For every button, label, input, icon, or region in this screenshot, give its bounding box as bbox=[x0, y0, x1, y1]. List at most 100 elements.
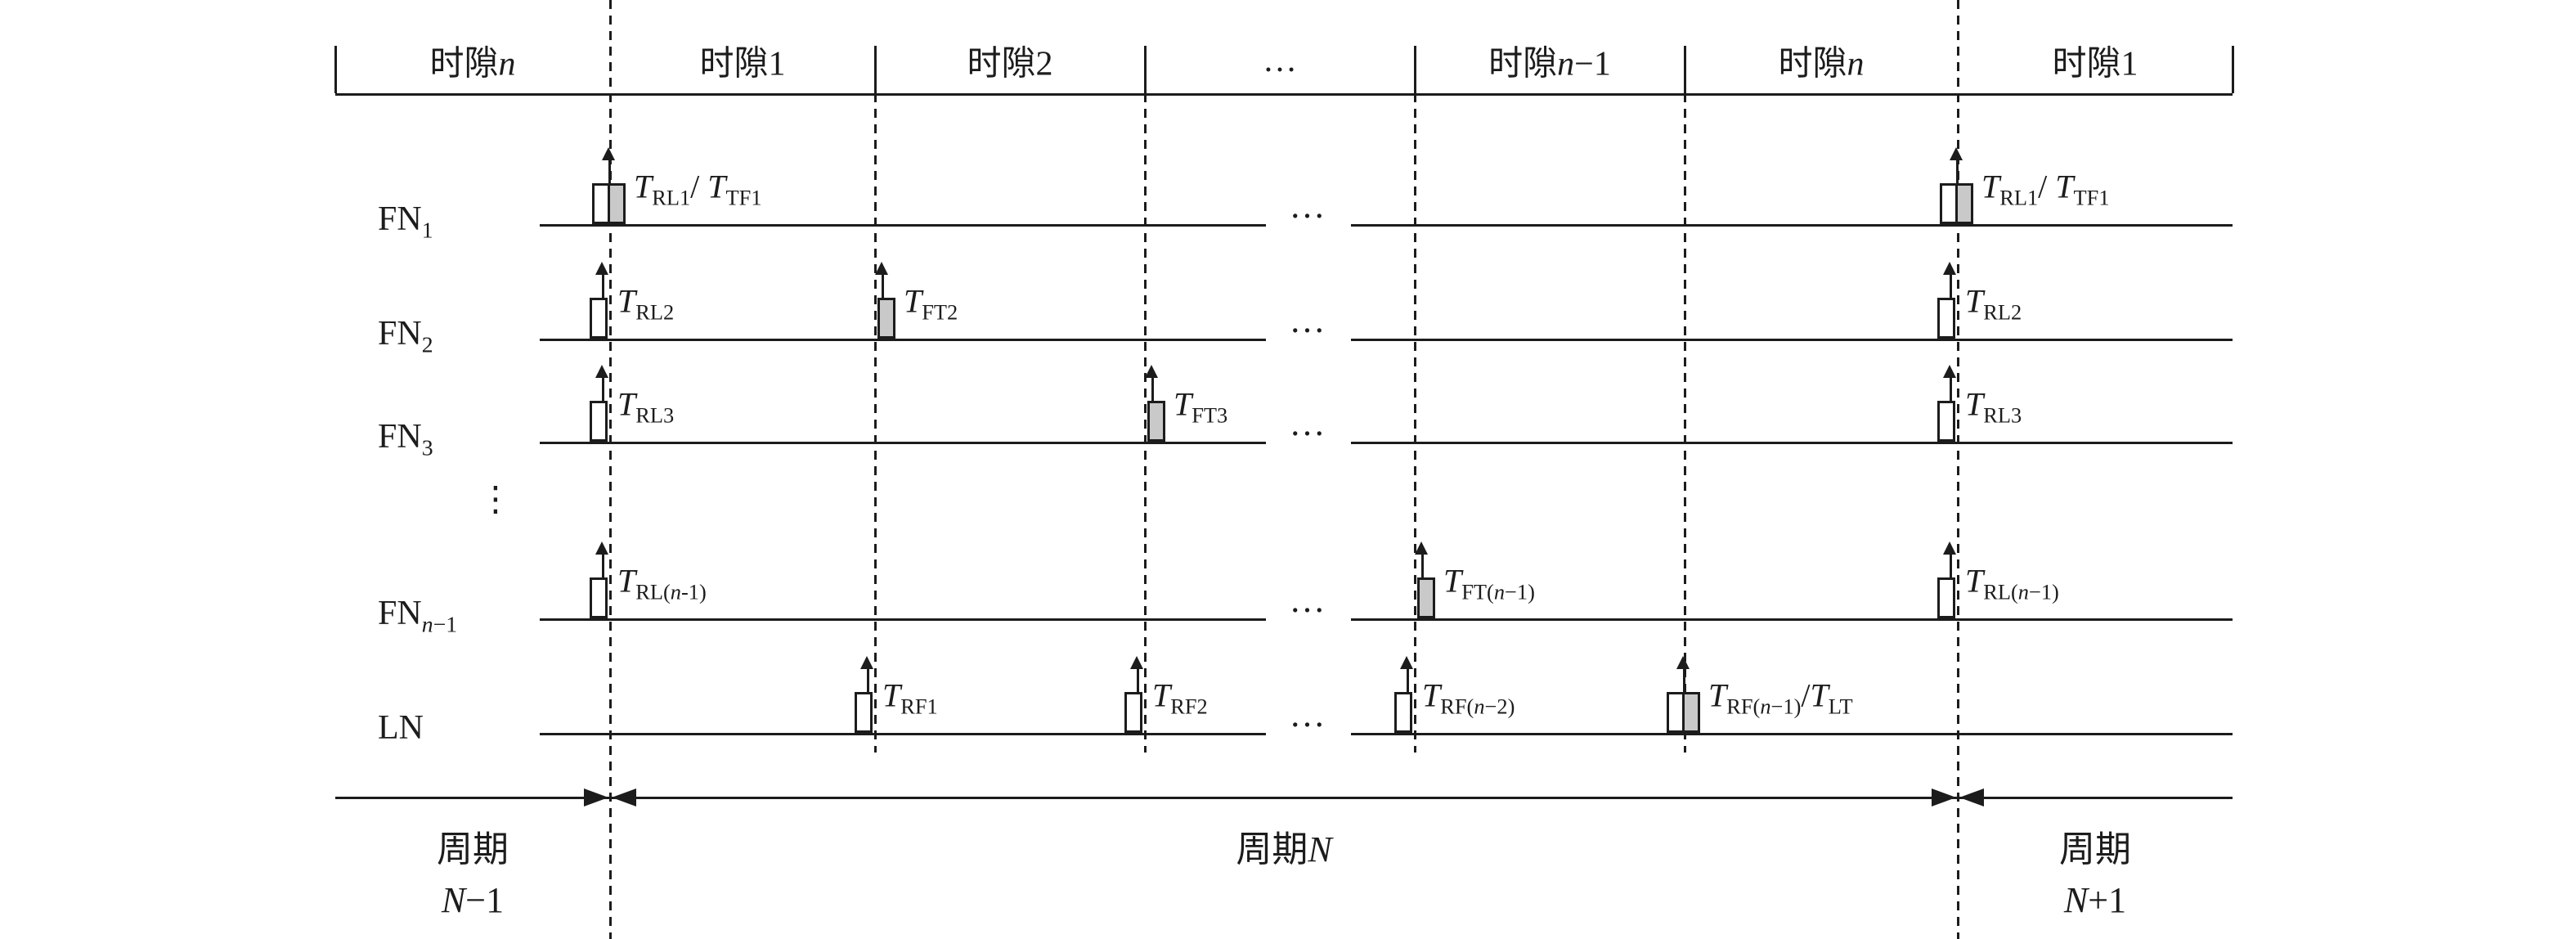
row-label-fn3: FN3 bbox=[378, 418, 433, 461]
slot-label-5: 时隙n bbox=[1778, 45, 1865, 83]
slot-boundary-dashed-line bbox=[1144, 93, 1147, 753]
pulse-rect bbox=[1147, 401, 1165, 442]
pulse-rect bbox=[1124, 692, 1142, 733]
slot-label-4: 时隙n−1 bbox=[1488, 45, 1611, 83]
timeline-ln-line bbox=[540, 733, 1266, 735]
pulse-arrow-head bbox=[1676, 656, 1690, 669]
pulse-label: TRL(n−1) bbox=[1965, 562, 2059, 604]
pulse-label: TRL1/ TTF1 bbox=[1981, 168, 2110, 210]
slot-label-2: 时隙2 bbox=[967, 45, 1053, 83]
pulse-label: TFT(n−1) bbox=[1443, 562, 1535, 604]
pulse-rect bbox=[1682, 692, 1700, 733]
pulse-rect bbox=[1955, 183, 1973, 224]
slot-tick bbox=[1414, 46, 1416, 93]
timeline-fn3-line bbox=[1351, 442, 2233, 444]
pulse-label: TRF1 bbox=[882, 676, 938, 719]
cycle-boundary-dashed-line bbox=[609, 0, 612, 939]
cycle-label-line: N−1 bbox=[441, 880, 505, 920]
pulse-rect bbox=[590, 298, 608, 339]
cycle-label-line: 周期 bbox=[437, 829, 509, 869]
pulse-label: TRL3 bbox=[1965, 385, 2022, 428]
pulse-label: TRF(n−2) bbox=[1422, 676, 1515, 719]
axis-arrowhead-left bbox=[612, 788, 636, 806]
slot-tick bbox=[1144, 46, 1147, 93]
pulse-label: TRL2 bbox=[1965, 282, 2022, 325]
pulse-arrow bbox=[602, 555, 604, 577]
pulse-arrow bbox=[1683, 669, 1685, 692]
pulse-arrow-head bbox=[595, 262, 608, 275]
slot-boundary-dashed-line bbox=[874, 93, 877, 753]
timeline-ellipsis: … bbox=[1289, 694, 1328, 735]
timeline-ln-line bbox=[1351, 733, 2233, 735]
row-label-dots: ⋮ bbox=[478, 481, 513, 519]
pulse-arrow-head bbox=[875, 262, 888, 275]
cycle-label-0: 周期 N−1 bbox=[437, 824, 509, 926]
pulse-arrow bbox=[1407, 669, 1409, 692]
pulse-rect bbox=[1417, 577, 1435, 618]
row-label-fn1: FN1 bbox=[378, 200, 433, 243]
timeline-ellipsis: … bbox=[1289, 403, 1328, 443]
slot-label-6: 时隙1 bbox=[2052, 45, 2138, 83]
pulse-label: TRF(n−1)/TLT bbox=[1708, 676, 1853, 719]
cycle-label-line: N+1 bbox=[2063, 880, 2127, 920]
timeline-fn1-line bbox=[540, 224, 1266, 227]
pulse-arrow-head bbox=[1943, 541, 1956, 555]
slot-tick bbox=[334, 46, 337, 93]
pulse-arrow-head bbox=[1400, 656, 1413, 669]
cycle-label-line: 周期N bbox=[1236, 829, 1332, 869]
cycle-label-1: 周期N bbox=[1236, 824, 1331, 875]
axis-arrowhead-right bbox=[1932, 788, 1956, 806]
pulse-arrow-head bbox=[1415, 541, 1428, 555]
timeline-fnn1-line bbox=[540, 618, 1266, 621]
timeline-fn3-line bbox=[540, 442, 1266, 444]
pulse-arrow-head bbox=[1950, 147, 1963, 160]
pulse-label: TFT3 bbox=[1174, 385, 1228, 428]
pulse-arrow bbox=[882, 275, 884, 298]
slot-tick bbox=[874, 46, 877, 93]
slot-label-1: 时隙1 bbox=[699, 45, 786, 83]
timeline-fnn1-line bbox=[1351, 618, 2233, 621]
slot-tick bbox=[2232, 46, 2234, 93]
pulse-rect bbox=[1937, 577, 1955, 618]
timeline-fn2-line bbox=[1351, 339, 2233, 341]
pulse-arrow-head bbox=[860, 656, 873, 669]
pulse-arrow bbox=[608, 160, 611, 183]
pulse-rect bbox=[608, 183, 626, 224]
timeline-ellipsis: … bbox=[1289, 186, 1328, 226]
cycle-axis-line bbox=[335, 797, 2233, 799]
pulse-arrow-head bbox=[1943, 262, 1956, 275]
row-label-ln: LN bbox=[378, 709, 424, 747]
axis-arrowhead-right bbox=[584, 788, 608, 806]
pulse-arrow bbox=[602, 378, 604, 401]
slot-tick bbox=[1684, 46, 1686, 93]
timeline-ellipsis: … bbox=[1289, 300, 1328, 340]
pulse-arrow bbox=[1137, 669, 1139, 692]
pulse-rect bbox=[1394, 692, 1412, 733]
pulse-rect bbox=[1937, 298, 1955, 339]
cycle-boundary-dashed-line bbox=[1957, 0, 1959, 939]
slot-label-0: 时隙n bbox=[429, 45, 516, 83]
pulse-rect bbox=[877, 298, 895, 339]
pulse-arrow-head bbox=[595, 365, 608, 378]
pulse-arrow bbox=[1950, 378, 1952, 401]
pulse-arrow-head bbox=[595, 541, 608, 555]
pulse-label: TRL(n-1) bbox=[617, 562, 707, 604]
pulse-arrow bbox=[1151, 378, 1154, 401]
slot-boundary-dashed-line bbox=[1414, 93, 1416, 753]
pulse-arrow-head bbox=[1145, 365, 1158, 378]
pulse-arrow bbox=[602, 275, 604, 298]
timeline-fn1-line bbox=[1351, 224, 2233, 227]
pulse-rect bbox=[590, 401, 608, 442]
pulse-label: TRL3 bbox=[617, 385, 675, 428]
pulse-label: TFT2 bbox=[904, 282, 958, 325]
slot-label-3: … bbox=[1263, 42, 1297, 79]
timeline-fn2-line bbox=[540, 339, 1266, 341]
pulse-label: TRL1/ TTF1 bbox=[634, 168, 762, 210]
pulse-rect bbox=[590, 577, 608, 618]
slot-boundary-dashed-line bbox=[1684, 93, 1686, 753]
row-label-fn2: FN2 bbox=[378, 315, 433, 357]
pulse-label: TRF2 bbox=[1152, 676, 1208, 719]
pulse-arrow bbox=[1421, 555, 1424, 577]
axis-arrowhead-left bbox=[1959, 788, 1984, 806]
